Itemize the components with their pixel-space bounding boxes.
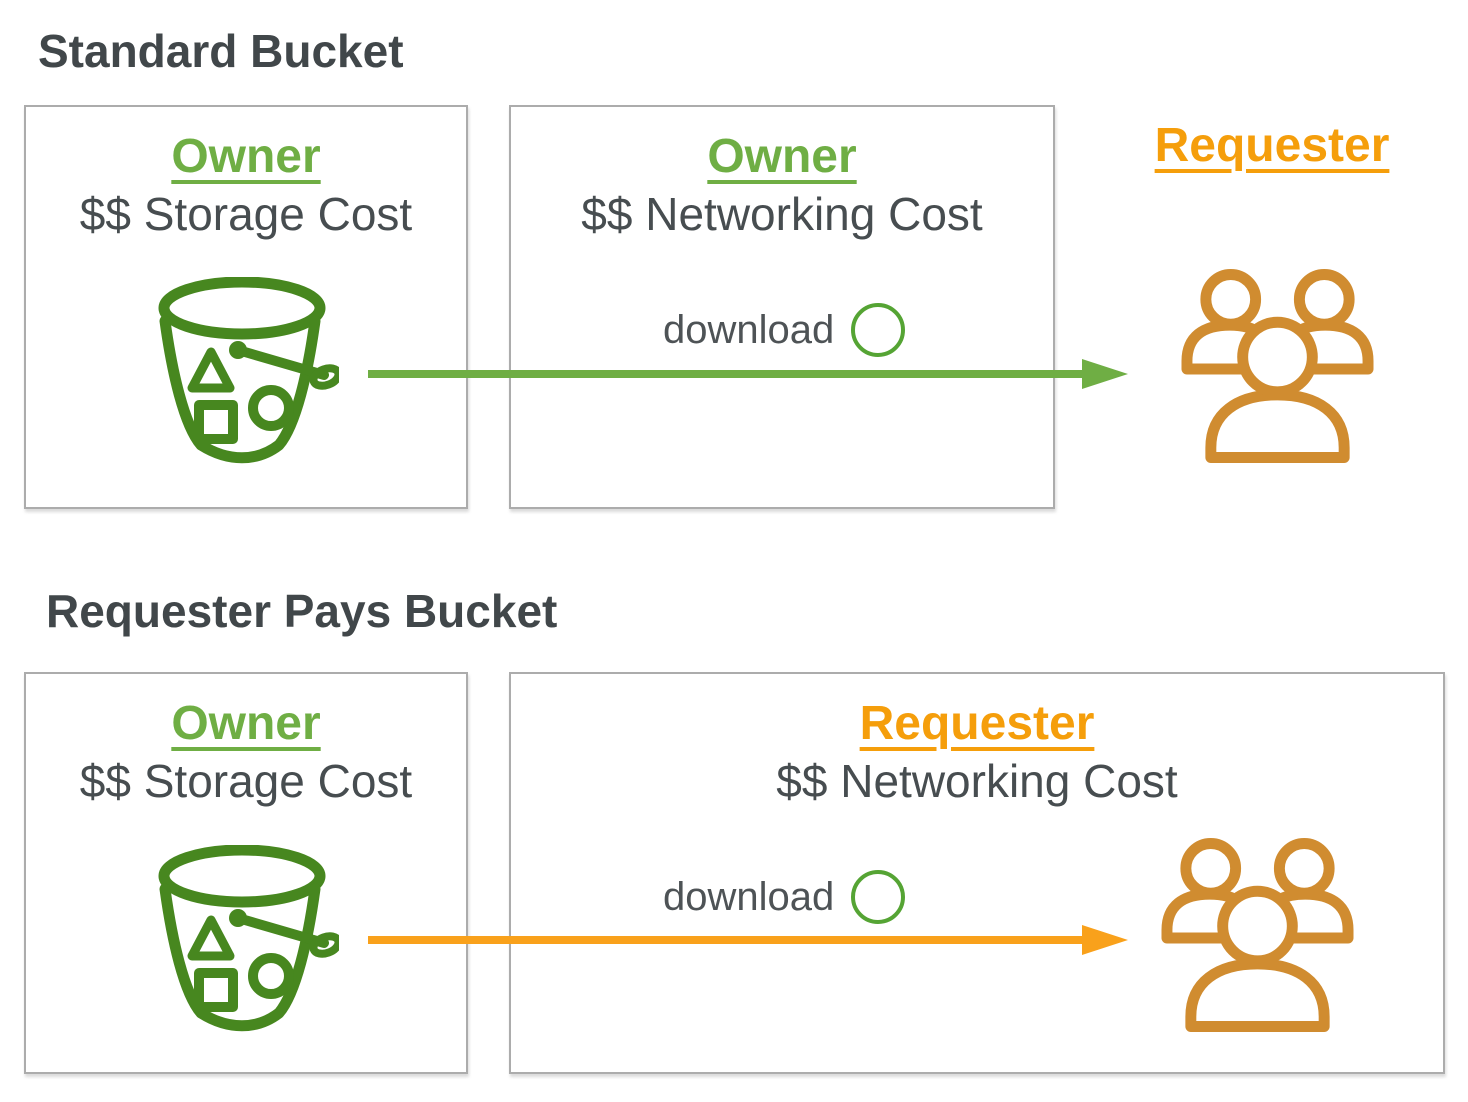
s3-bucket-icon — [158, 277, 339, 464]
download-circle-icon — [851, 303, 906, 357]
download-row: download — [663, 302, 906, 358]
requester-label: Requester — [1154, 119, 1390, 172]
role-label-owner: Owner — [171, 130, 321, 183]
download-arrow-orange — [368, 925, 1128, 955]
requester-pays-owner-storage-box: Owner $$ Storage Cost — [24, 672, 468, 1074]
section-title-standard-bucket: Standard Bucket — [38, 25, 404, 77]
storage-cost-label: $$ Storage Cost — [79, 755, 413, 807]
section-title-requester-pays-bucket: Requester Pays Bucket — [46, 585, 558, 637]
standard-owner-storage-box: Owner $$ Storage Cost — [24, 105, 468, 509]
download-label: download — [663, 874, 835, 919]
role-label-owner: Owner — [707, 130, 857, 183]
download-label: download — [663, 307, 835, 352]
role-label-requester: Requester — [859, 697, 1095, 750]
networking-cost-label: $$ Networking Cost — [581, 188, 983, 240]
s3-bucket-icon — [158, 845, 339, 1032]
download-circle-icon — [851, 870, 906, 924]
users-icon — [1181, 268, 1374, 464]
requester-pays-networking-box: Requester $$ Networking Cost download — [509, 672, 1445, 1074]
role-label-owner: Owner — [171, 697, 321, 750]
users-icon — [1161, 837, 1354, 1033]
download-row: download — [663, 869, 906, 925]
download-arrow-green — [368, 359, 1128, 389]
networking-cost-label: $$ Networking Cost — [776, 755, 1178, 807]
storage-cost-label: $$ Storage Cost — [79, 188, 413, 240]
standard-owner-networking-box: Owner $$ Networking Cost download — [509, 105, 1055, 509]
